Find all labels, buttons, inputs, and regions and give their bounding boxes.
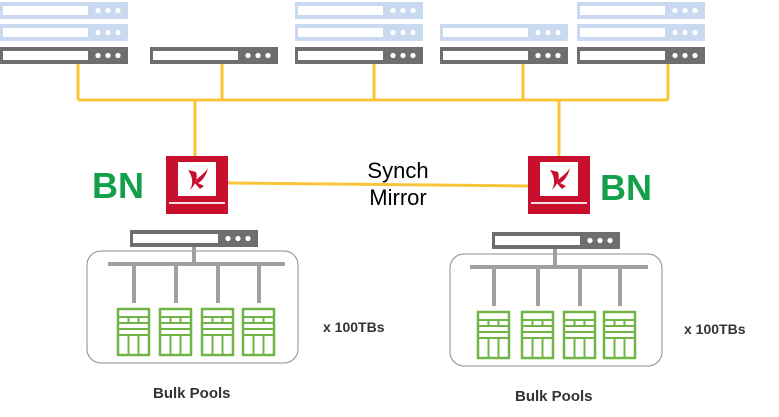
synch-label: Synch	[367, 158, 429, 183]
bn-appliance-left	[166, 156, 228, 214]
synch-mirror-link	[225, 181, 530, 188]
bn-label-left: BN	[92, 165, 144, 206]
server-stack-2	[150, 47, 278, 64]
bn-label-right: BN	[600, 167, 652, 208]
server-stack-4	[440, 24, 568, 64]
mirror-label: Mirror	[369, 185, 427, 210]
server-stack-5	[577, 2, 705, 64]
synch-mirror-label: Synch Mirror	[338, 157, 458, 211]
storage-group-left	[86, 230, 299, 364]
bulk-pools-label-left: Bulk Pools	[153, 385, 231, 402]
capacity-label-left: x 100TBs	[323, 319, 385, 335]
capacity-label-right: x 100TBs	[684, 321, 746, 337]
storage-group-right	[449, 232, 663, 367]
bn-appliance-right	[528, 156, 590, 214]
bus-network	[76, 64, 670, 188]
server-stack-3	[295, 2, 423, 64]
server-stack-1	[0, 2, 128, 64]
bulk-pools-label-right: Bulk Pools	[515, 388, 593, 405]
